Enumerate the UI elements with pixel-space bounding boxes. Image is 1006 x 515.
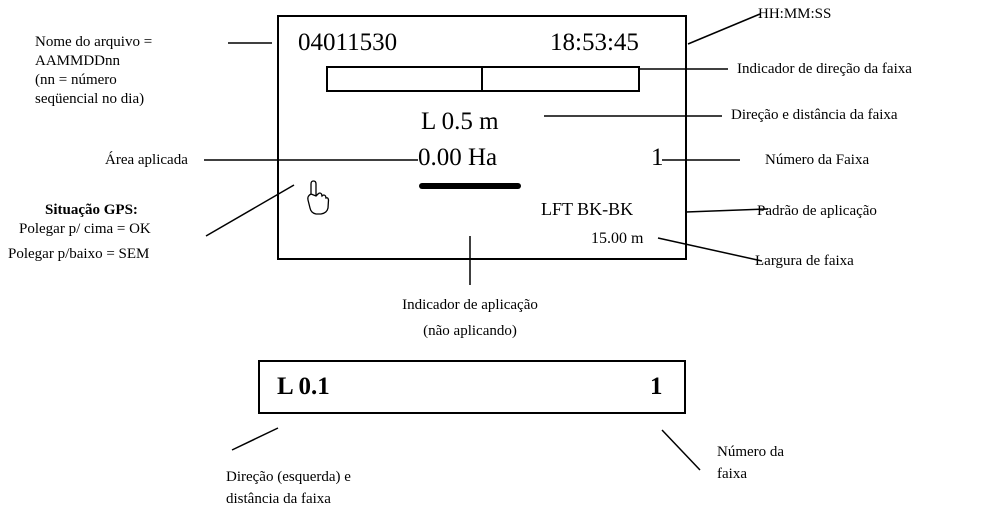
area-value: 0.00 Ha	[418, 144, 498, 171]
application-indicator-bar	[419, 183, 521, 189]
file-name-label-4: seqüencial no dia)	[35, 91, 145, 107]
direction-distance-value: L 0.5 m	[421, 108, 499, 135]
gps-ok-label: Polegar p/ cima = OK	[19, 221, 151, 237]
swath-number-value: 1	[651, 144, 664, 171]
application-indicator-label-1: Indicador de aplicação	[402, 297, 538, 313]
mini-swath-number-label-1: Número da	[717, 444, 785, 460]
time-format-label: HH:MM:SS	[758, 6, 832, 22]
application-pattern-label: Padrão de aplicação	[757, 203, 877, 219]
time-leader	[687, 13, 761, 45]
swath-direction-center-mark	[481, 66, 483, 92]
mini-direction-distance-value: L 0.1	[277, 373, 330, 400]
mini-number-leader	[661, 429, 701, 471]
file-name-label-1: Nome do arquivo =	[35, 34, 153, 50]
swath-number-label: Número da Faixa	[765, 152, 870, 168]
file-name-value: 04011530	[298, 29, 398, 56]
time-value: 18:53:45	[550, 29, 639, 56]
direction-distance-label: Direção e distância da faixa	[731, 107, 898, 123]
mini-direction-label-1: Direção (esquerda) e	[226, 469, 351, 485]
file-name-label-3: (nn = número	[35, 72, 117, 88]
applied-area-label: Área aplicada	[105, 152, 188, 168]
gps-leader	[205, 184, 295, 237]
display-screen	[277, 15, 687, 260]
swath-direction-indicator	[326, 66, 640, 92]
file-name-label-2: AAMMDDnn	[35, 53, 121, 69]
thumbs-up-icon	[305, 180, 331, 216]
mini-direction-label-2: distância da faixa	[226, 491, 331, 507]
application-indicator-label-2: (não aplicando)	[423, 323, 517, 339]
swath-width-value: 15.00 m	[591, 230, 644, 247]
mini-swath-number-label-2: faixa	[717, 466, 747, 482]
gps-status-title: Situação GPS:	[45, 202, 138, 218]
gps-none-label: Polegar p/baixo = SEM	[8, 246, 150, 262]
swath-width-leader	[657, 237, 763, 262]
mini-direction-leader	[231, 427, 279, 451]
mini-display	[258, 360, 686, 414]
swath-width-label: Largura de faixa	[755, 253, 854, 269]
swath-direction-indicator-label: Indicador de direção da faixa	[737, 61, 912, 77]
pattern-value: LFT BK-BK	[541, 199, 634, 219]
mini-swath-number-value: 1	[650, 373, 663, 400]
pattern-leader	[685, 208, 769, 213]
